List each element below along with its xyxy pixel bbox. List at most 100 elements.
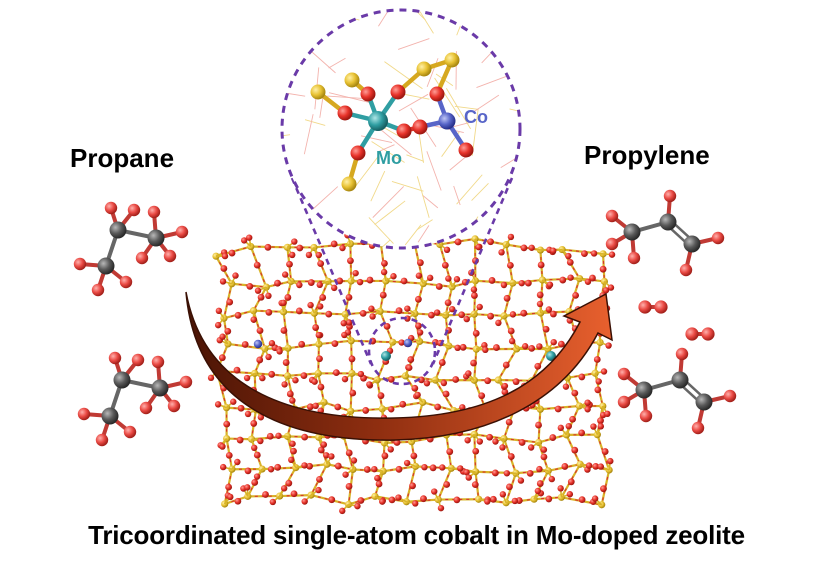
oxygen-atom [396,123,412,139]
framework-oxygen [597,417,604,425]
framework-oxygen [584,399,591,406]
reaction-arrow [185,291,613,441]
framework-oxygen [429,464,437,472]
wireframe-bond [417,225,430,243]
framework-oxygen [593,356,601,363]
framework-bond [215,245,251,257]
framework-oxygen [331,340,339,348]
framework-oxygen [569,415,577,423]
framework-oxygen [244,484,251,491]
framework-oxygen [256,327,264,335]
framework-oxygen [323,452,330,459]
framework-oxygen [572,291,580,299]
framework-oxygen [549,310,557,318]
framework-oxygen [368,305,375,312]
wireframe-bond [282,134,291,138]
active-site-cluster [310,52,474,192]
carbon-atom [623,223,641,241]
framework-bond [282,311,289,349]
framework-oxygen [285,479,293,487]
framework-oxygen [244,467,252,475]
framework-oxygen [334,403,342,411]
framework-oxygen [316,355,323,363]
framework-oxygen [289,440,296,447]
framework-oxygen [388,406,395,413]
wireframe-bond [454,105,479,110]
framework-oxygen [446,448,454,456]
hydrogen-atom [77,407,91,421]
framework-oxygen [280,299,287,307]
hydrogen-atom [679,263,693,277]
framework-oxygen [562,383,570,390]
framework-oxygen [597,463,605,470]
framework-bond [503,438,517,474]
framework-oxygen [454,344,461,352]
framework-oxygen [607,457,614,465]
mo-atom-label: Mo [376,148,402,168]
framework-bond [313,281,329,314]
hydrogen-atom [605,237,619,251]
wireframe-bond [453,185,461,206]
framework-oxygen [443,481,451,488]
framework-bond [439,238,476,246]
framework-oxygen [607,284,615,291]
framework-oxygen [567,478,575,486]
framework-oxygen [443,246,451,254]
framework-oxygen [250,316,257,323]
framework-oxygen [493,344,500,351]
carbon-atom [113,371,131,389]
framework-bond [223,283,233,319]
framework-oxygen [464,437,471,444]
framework-oxygen [227,493,234,501]
framework-oxygen [453,496,461,504]
framework-bond [540,312,549,350]
framework-oxygen [244,410,252,418]
framework-oxygen [520,244,528,252]
wireframe-bond [374,200,406,225]
framework-oxygen [540,446,548,453]
framework-oxygen [437,504,445,512]
hydrogen-atom [139,401,153,415]
framework-oxygen [267,466,275,473]
framework-bond [434,345,450,381]
framework-oxygen [307,279,315,286]
carbon-atom [101,407,119,425]
framework-mo-site [546,351,556,361]
framework-oxygen [257,293,265,301]
framework-oxygen [584,278,592,285]
framework-bond [601,469,610,505]
wireframe-bond [509,108,520,118]
framework-oxygen [482,346,489,354]
hydrogen-atom [663,189,677,203]
framework-oxygen [403,459,411,467]
framework-oxygen [390,273,397,280]
framework-oxygen [228,249,236,257]
framework-silicon [471,235,479,243]
framework-oxygen [484,377,492,385]
wireframe-bond [422,194,439,209]
framework-oxygen [602,287,610,294]
framework-oxygen [339,507,346,515]
reactant-label: Propane [70,143,175,173]
framework-oxygen [415,322,422,330]
framework-oxygen [415,272,423,279]
framework-oxygen [266,432,274,440]
framework-oxygen [595,378,602,385]
framework-bond [379,310,415,315]
framework-oxygen [528,344,536,352]
framework-bond [345,310,381,315]
framework-oxygen [495,319,502,327]
framework-bond [478,498,507,504]
framework-oxygen [341,331,348,339]
framework-oxygen [288,456,295,464]
framework-oxygen [441,261,449,269]
wireframe-bond [328,57,346,69]
wireframe-bond [471,182,489,201]
zoom-circle [280,8,522,250]
framework-oxygen [395,307,403,315]
framework-oxygen [281,271,289,278]
wireframe-bond [282,90,306,97]
framework-oxygen [354,502,361,510]
framework-oxygen [442,390,450,398]
